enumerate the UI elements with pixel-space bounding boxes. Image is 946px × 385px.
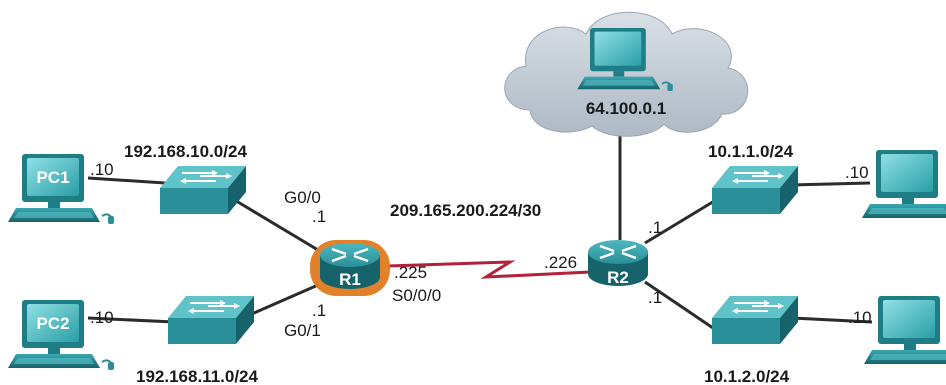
internet-cloud: 64.100.0.1 [504,11,749,137]
r1-g01-address: .1 [312,301,326,320]
r1-g00-address: .1 [312,207,326,226]
switch-icon-lan2 [167,295,255,345]
network-label-lan4: 10.1.2.0/24 [704,367,790,385]
network-label-lan3: 10.1.1.0/24 [708,142,794,161]
link-switch4-pc4 [791,316,873,324]
network-label-lan1: 192.168.10.0/24 [124,142,247,161]
r2-label: R2 [607,268,629,287]
switch-icon-lan4 [711,295,799,345]
pc2-host-address: .10 [90,308,114,327]
network-label-wan: 209.165.200.224/30 [390,201,541,220]
link-switch3-pc3 [789,181,871,187]
pc-top-right-host-address: .10 [845,163,869,182]
pc1-label: PC1 [36,168,69,187]
pc-top-right-icon [861,149,946,221]
router-r1-icon: R1 [310,240,390,296]
pc1-host-address: .10 [90,160,114,179]
pc2-label: PC2 [36,314,69,333]
r1-g00-name: G0/0 [284,188,321,207]
r1-serial-name: S0/0/0 [392,286,441,305]
r1-g01-name: G0/1 [284,321,321,340]
link-switch1-r1 [227,194,319,252]
link-pc2-switch2 [87,316,175,324]
link-pc1-switch1 [87,176,166,185]
pc1-computer-icon: PC1 [7,153,115,225]
r1-label: R1 [339,270,361,289]
cloud-address: 64.100.0.1 [586,99,666,118]
r2-lan4-address: .1 [648,288,662,307]
r2-lan3-address: .1 [648,218,662,237]
network-label-lan2: 192.168.11.0/24 [136,367,259,385]
switch-icon-lan1 [159,165,247,215]
r1-serial-address: .225 [394,263,427,282]
link-r2-switch4 [644,280,717,332]
pc-bottom-right-icon [863,295,946,367]
router-r2-icon: R2 [586,238,650,288]
pc2-computer-icon: PC2 [7,299,115,371]
pc-bottom-right-host-address: .10 [848,308,872,327]
switch-icon-lan3 [711,165,799,215]
link-r2-switch3 [644,198,717,245]
wan-serial-link [387,260,591,279]
r2-wan-address: .226 [544,253,577,272]
